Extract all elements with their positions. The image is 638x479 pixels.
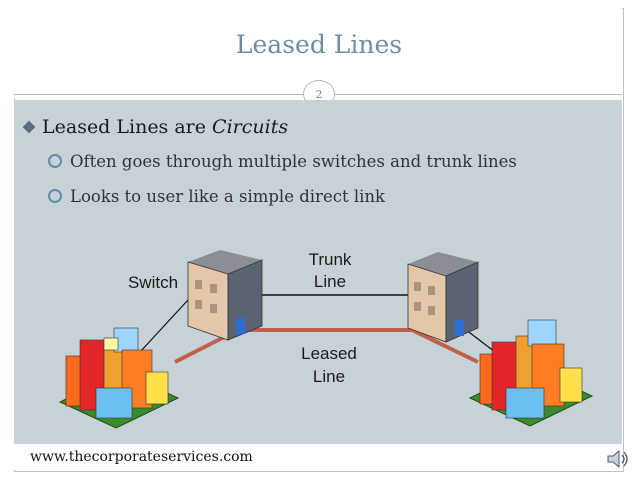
sub-bullet-1: Often goes through multiple switches and… bbox=[48, 152, 517, 171]
main-bullet-emphasis: Circuits bbox=[212, 116, 289, 138]
city-right bbox=[468, 319, 594, 427]
footer-url[interactable]: www.thecorporateservices.com bbox=[30, 449, 253, 465]
switch-building-right bbox=[407, 252, 479, 343]
leased-label-line1: Leased bbox=[301, 344, 357, 363]
main-bullet-text: Leased Lines are bbox=[42, 116, 213, 138]
city-left bbox=[58, 327, 180, 429]
sub-bullet-text: Often goes through multiple switches and… bbox=[70, 152, 517, 171]
sub-bullet-text: Looks to user like a simple direct link bbox=[70, 187, 386, 206]
sub-bullet-marker bbox=[48, 154, 62, 168]
main-bullet: Leased Lines are Circuits bbox=[22, 116, 289, 138]
footer-band bbox=[14, 444, 622, 470]
trunk-label-line1: Trunk bbox=[308, 250, 352, 269]
leased-label-line2: Line bbox=[312, 367, 346, 386]
sub-bullet-2: Looks to user like a simple direct link bbox=[48, 187, 385, 206]
sub-bullet-marker bbox=[48, 189, 62, 203]
speaker-icon[interactable] bbox=[606, 449, 630, 469]
trunk-label-line2: Line bbox=[313, 272, 347, 291]
slide-title: Leased Lines bbox=[235, 30, 403, 59]
leased-line bbox=[174, 328, 479, 364]
switch-building-left bbox=[187, 250, 263, 341]
switch-link-left bbox=[139, 299, 189, 353]
switch-label: Switch bbox=[127, 273, 179, 292]
